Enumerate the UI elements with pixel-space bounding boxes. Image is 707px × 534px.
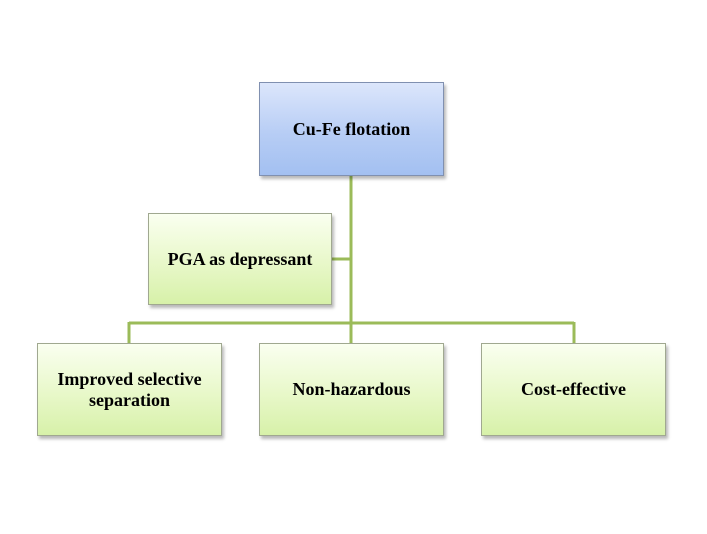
child-node-3: Cost-effective <box>481 343 666 436</box>
root-node: Cu-Fe flotation <box>259 82 444 176</box>
assistant-node: PGA as depressant <box>148 213 332 305</box>
child-node-1: Improved selective separation <box>37 343 222 436</box>
assistant-node-label: PGA as depressant <box>167 248 313 269</box>
child-node-label: Non-hazardous <box>292 379 411 399</box>
child-node-label: Improved selective separation <box>57 368 202 410</box>
child-node-label: Cost-effective <box>521 379 626 399</box>
child-node-2: Non-hazardous <box>259 343 444 436</box>
root-node-label: Cu-Fe flotation <box>292 118 411 139</box>
